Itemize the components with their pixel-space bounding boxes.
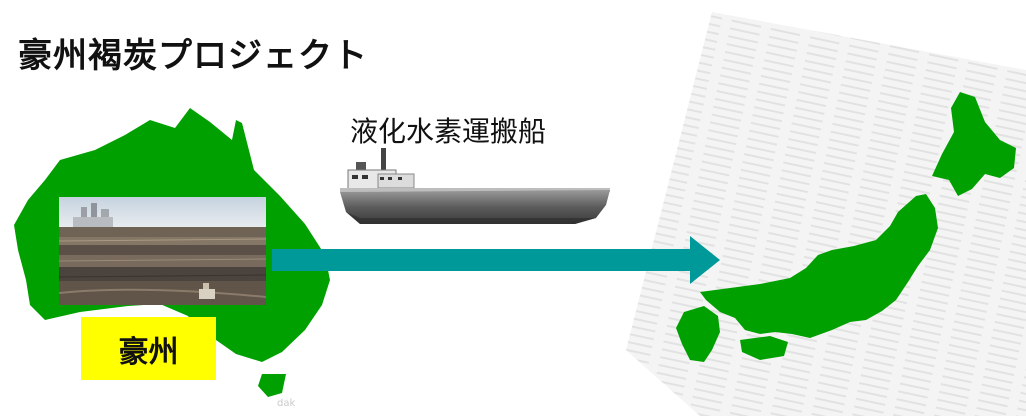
page-title: 豪州褐炭プロジェクト [18, 36, 368, 76]
ship-label: 液化水素運搬船 [350, 115, 547, 148]
lignite-mine-photo [59, 197, 266, 305]
watermark: dak [277, 398, 296, 409]
origin-label: 豪州 [81, 317, 216, 380]
